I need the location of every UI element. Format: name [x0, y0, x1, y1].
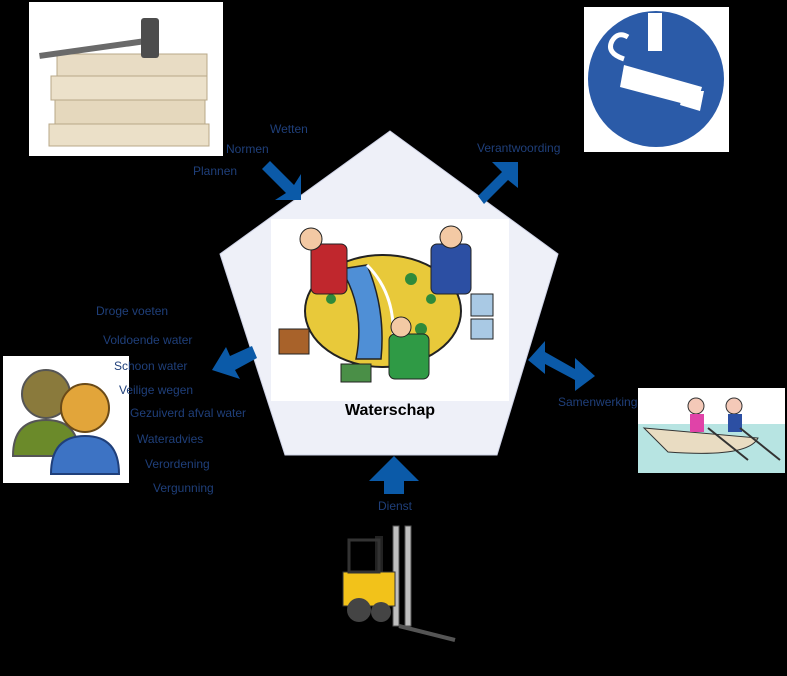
label-plannen: Plannen	[193, 164, 238, 178]
surveillance-camera-sign-icon	[588, 11, 724, 147]
service-item: Veilige wegen	[119, 383, 194, 397]
forklift-icon	[342, 525, 456, 642]
center-title: Waterschap	[344, 402, 436, 419]
service-item: Gezuiverd afval water	[130, 406, 247, 420]
service-item: Droge voeten	[96, 304, 169, 318]
rowing-boat-icon	[638, 397, 785, 473]
label-normen: Normen	[226, 142, 269, 156]
meeting-table-icon	[278, 225, 494, 383]
users-photo	[3, 356, 129, 483]
users-icon	[11, 369, 121, 475]
samenwerking-arrow	[528, 341, 595, 391]
service-item: Vergunning	[153, 481, 214, 495]
service-item: Voldoende water	[103, 333, 193, 347]
meeting-illustration	[271, 219, 509, 401]
service-item: Verordening	[145, 457, 210, 471]
law-books-photo	[29, 2, 223, 156]
citizen-arrow	[212, 346, 257, 379]
label-dienst: Dienst	[378, 499, 413, 513]
law-books-gavel-icon	[39, 18, 210, 147]
input-arrow	[262, 161, 301, 200]
label-samenwerking: Samenwerking	[558, 395, 638, 409]
label-wetten: Wetten	[270, 122, 308, 136]
service-item: Wateradvies	[137, 432, 204, 446]
camera-sign-photo	[584, 7, 729, 152]
dienst-arrow	[369, 456, 419, 494]
service-item: Schoon water	[114, 359, 188, 373]
label-verantwoording: Verantwoording	[477, 141, 561, 155]
rowing-boat-photo	[638, 388, 785, 473]
forklift-photo	[335, 522, 460, 647]
verantwoording-arrow	[478, 162, 518, 204]
